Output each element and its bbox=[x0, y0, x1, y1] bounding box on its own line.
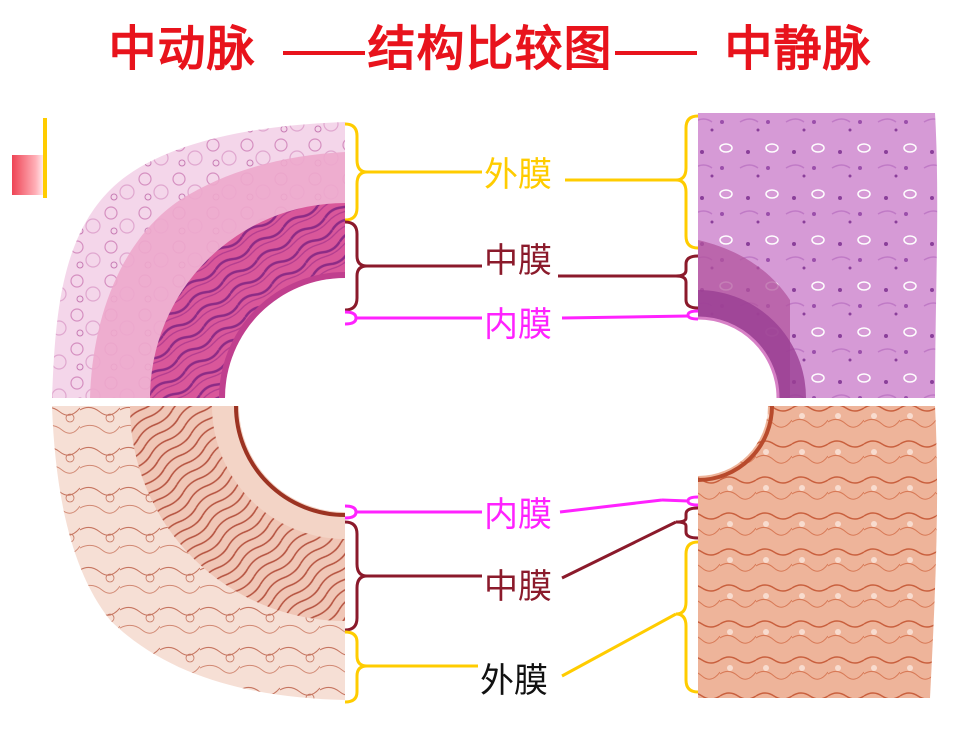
bracket-artery-intima bbox=[344, 310, 358, 326]
corner-decoration bbox=[12, 155, 46, 195]
title-dash-left bbox=[283, 50, 366, 55]
line-bottom-adventitia-right bbox=[561, 612, 677, 678]
row-separator bbox=[52, 398, 942, 406]
bracket-vein-media bbox=[675, 254, 699, 310]
vein-he-panel bbox=[697, 113, 938, 399]
line-bottom-media-right bbox=[561, 520, 677, 580]
left-edge-bar bbox=[43, 118, 47, 198]
artery-he-panel bbox=[52, 122, 346, 399]
bracket-artery-intima-bottom bbox=[344, 504, 358, 520]
label-top-media: 中膜 bbox=[484, 241, 552, 281]
label-bottom-adventitia: 外膜 bbox=[480, 661, 548, 701]
title-artery: 中动脉 bbox=[108, 21, 256, 77]
bracket-vein-adventitia bbox=[675, 114, 699, 250]
line-bottom-intima-right-tip bbox=[661, 498, 689, 503]
label-top-intima: 内膜 bbox=[484, 305, 552, 345]
label-bottom-media: 中膜 bbox=[484, 567, 552, 607]
label-bottom-intima: 内膜 bbox=[484, 495, 552, 535]
bracket-artery-media-bottom bbox=[344, 520, 368, 632]
title-dash-right bbox=[614, 50, 697, 55]
bracket-vein-adventitia-bottom bbox=[675, 540, 699, 694]
vein-elastic-panel bbox=[697, 405, 938, 698]
bracket-vein-intima bbox=[686, 309, 699, 321]
bracket-artery-adventitia-bottom bbox=[344, 630, 368, 704]
title-vein: 中静脉 bbox=[724, 21, 872, 77]
bracket-vein-media-bottom bbox=[675, 506, 699, 540]
page-title: 中动脉 结构比较图 中静脉 bbox=[0, 14, 980, 84]
artery-elastic-panel bbox=[52, 405, 346, 700]
line-top-intima-right bbox=[561, 314, 689, 320]
bracket-artery-adventitia bbox=[344, 122, 368, 222]
line-bottom-intima-right bbox=[559, 498, 663, 514]
bracket-vein-intima-bottom bbox=[686, 495, 699, 507]
label-top-adventitia: 外膜 bbox=[484, 155, 552, 195]
title-center: 结构比较图 bbox=[367, 21, 613, 77]
bracket-artery-media bbox=[344, 220, 368, 312]
